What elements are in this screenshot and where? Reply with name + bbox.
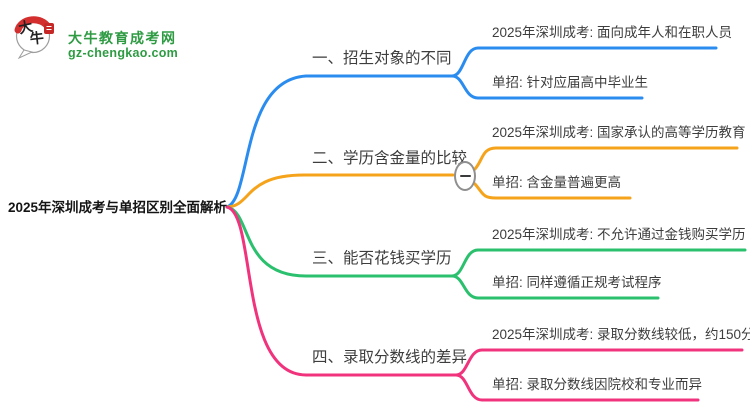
branch3-leaf1: 2025年深圳成考: 不允许通过金钱购买学历 — [492, 227, 746, 242]
logo-bubble-icon: 大 牛 — [10, 9, 58, 60]
branch2-collapse-button[interactable] — [454, 161, 476, 191]
branch2-lines — [225, 146, 739, 209]
branch4-leaf1: 2025年深圳成考: 录取分数线较低，约150分 — [492, 327, 750, 342]
branch1-lines — [225, 46, 718, 209]
branch1-leaf2: 单招: 针对应届高中毕业生 — [492, 75, 649, 90]
logo-site-name: 大牛教育成考网 — [68, 30, 177, 46]
branch2-leaf1: 2025年深圳成考: 国家承认的高等学历教育 — [492, 125, 746, 140]
logo-character-niu: 牛 — [29, 31, 45, 48]
branch4-leaf2: 单招: 录取分数线因院校和专业而异 — [492, 377, 703, 392]
root-topic: 2025年深圳成考与单招区别全面解析 — [8, 200, 228, 215]
logo-site-url: gz-chengkao.com — [68, 46, 179, 60]
branch1-leaf1: 2025年深圳成考: 面向成年人和在职人员 — [492, 25, 733, 40]
branch3-leaf2: 单招: 同样遵循正规考试程序 — [492, 275, 662, 290]
branch4-label: 四、录取分数线的差异 — [312, 349, 468, 366]
site-logo[interactable]: 大 牛 大牛教育成考网 gz-chengkao.com — [10, 9, 180, 61]
branch1-label: 一、招生对象的不同 — [312, 50, 452, 67]
branch4-lines — [225, 205, 744, 402]
branch3-lines — [225, 205, 747, 300]
branch2-label: 二、学历含金量的比较 — [312, 150, 468, 167]
minus-icon — [459, 174, 471, 178]
branch2-leaf2: 单招: 含金量普遍更高 — [492, 175, 622, 190]
branch3-label: 三、能否花钱买学历 — [312, 250, 452, 267]
